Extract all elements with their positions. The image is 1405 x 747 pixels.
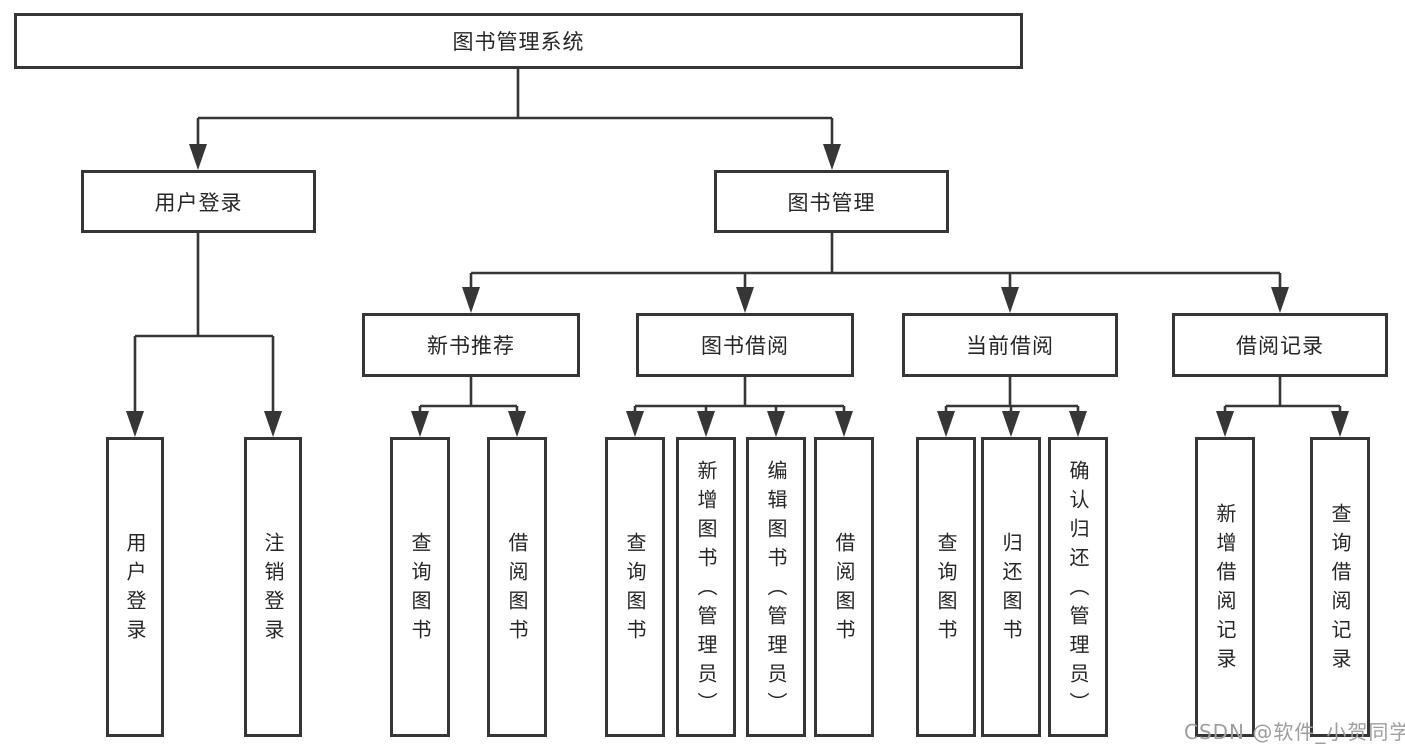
leaf-current-return-books: 归还图书 [981,437,1041,737]
leaf-recommend-query-books: 查询图书 [390,437,450,737]
node-library-management-system: 图书管理系统 [14,13,1023,69]
node-book-borrowing: 图书借阅 [636,313,854,377]
leaf-user-login: 用户登录 [106,437,164,737]
leaf-borrowing-edit-books-admin: 编辑图书（管理员） [746,437,806,737]
leaf-current-confirm-return-admin: 确认归还（管理员） [1048,437,1108,737]
arrowheads [126,144,1349,437]
leaf-logout: 注销登录 [244,437,302,737]
node-user-login: 用户登录 [81,170,316,233]
csdn-watermark: CSDN @软件_小贺同学 [1184,720,1405,744]
leaf-current-query-books: 查询图书 [916,437,976,737]
leaf-borrowing-add-books-admin: 新增图书（管理员） [676,437,736,737]
node-borrowing-records: 借阅记录 [1172,313,1388,377]
leaf-borrowing-borrow-books: 借阅图书 [814,437,874,737]
node-current-borrowing: 当前借阅 [902,313,1118,377]
leaf-records-add-record: 新增借阅记录 [1195,437,1255,737]
node-book-management: 图书管理 [714,170,949,233]
leaf-borrowing-query-books: 查询图书 [605,437,665,737]
node-new-book-recommendation: 新书推荐 [362,313,580,377]
leaf-records-query-record: 查询借阅记录 [1310,437,1370,737]
leaf-recommend-borrow-books: 借阅图书 [487,437,547,737]
